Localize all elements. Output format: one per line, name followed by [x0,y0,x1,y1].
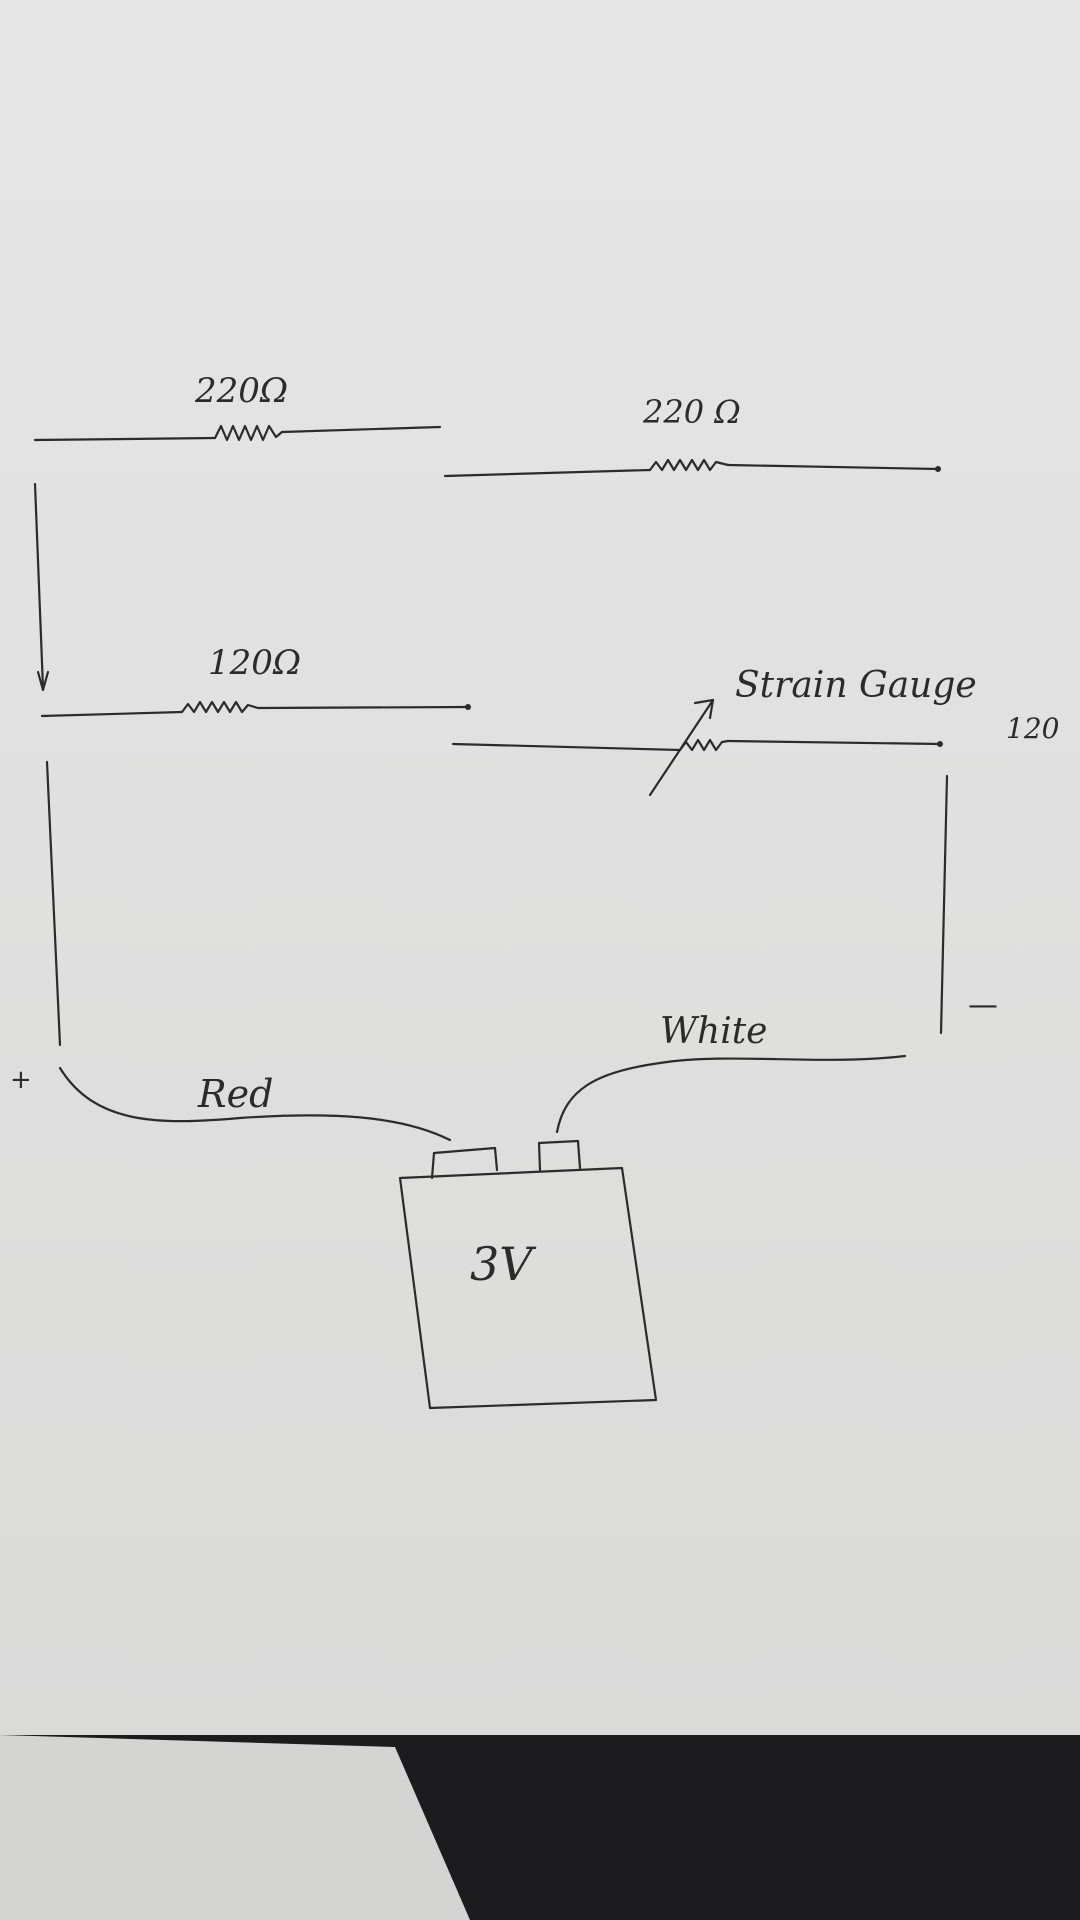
resistor-220-right-label: 220 Ω [642,393,741,431]
variable-arrow-shaft [648,698,715,797]
top-left-branch: 220Ω [33,371,442,442]
left-lower-wire [45,760,62,1047]
right-lower-wire [939,774,949,1035]
resistor-220-left-label: 220Ω [194,371,288,411]
top-left-wire [33,425,442,442]
resistor-120-symbol [180,700,260,714]
left-lower-connector: + [10,760,62,1095]
middle-left-branch: 120Ω [40,643,471,718]
top-right-wire [443,463,940,478]
strain-gauge-label: Strain Gauge [735,665,977,706]
battery-body [398,1166,658,1410]
paper-sheet [0,0,1080,1745]
middle-left-node-dot [465,704,471,710]
strain-gauge-wire [451,739,942,752]
left-upper-wire [33,482,45,690]
resistor-220-left-symbol [213,424,284,442]
desk-light-background [0,1735,470,1920]
positive-sign: + [10,1065,32,1095]
strain-gauge-resistor-symbol [678,738,730,752]
middle-left-wire [40,705,470,718]
top-right-branch: 220 Ω [443,393,941,478]
top-right-node-dot [935,466,941,472]
white-lead: White [555,1011,907,1134]
right-lower-connector: — [939,774,998,1035]
negative-sign: — [968,988,998,1023]
resistor-120-label: 120Ω [208,643,301,683]
white-lead-wire [555,1054,907,1134]
strain-gauge-branch: Strain Gauge 120 [451,665,1059,797]
battery-negative-terminal [537,1139,582,1172]
battery-positive-terminal [430,1146,499,1180]
white-lead-label: White [660,1011,767,1052]
left-upper-connector [33,482,50,692]
battery-voltage-label: 3V [470,1237,537,1291]
variable-arrow-icon [693,698,715,720]
strain-gauge-node-dot [937,741,943,747]
red-lead: Red [58,1066,452,1142]
left-upper-arrowhead [36,670,50,692]
battery: 3V [398,1139,658,1410]
resistor-220-right-symbol [648,458,730,472]
red-lead-label: Red [197,1072,273,1116]
red-lead-wire [58,1066,452,1142]
strain-gauge-value-label: 120 [1006,712,1059,745]
